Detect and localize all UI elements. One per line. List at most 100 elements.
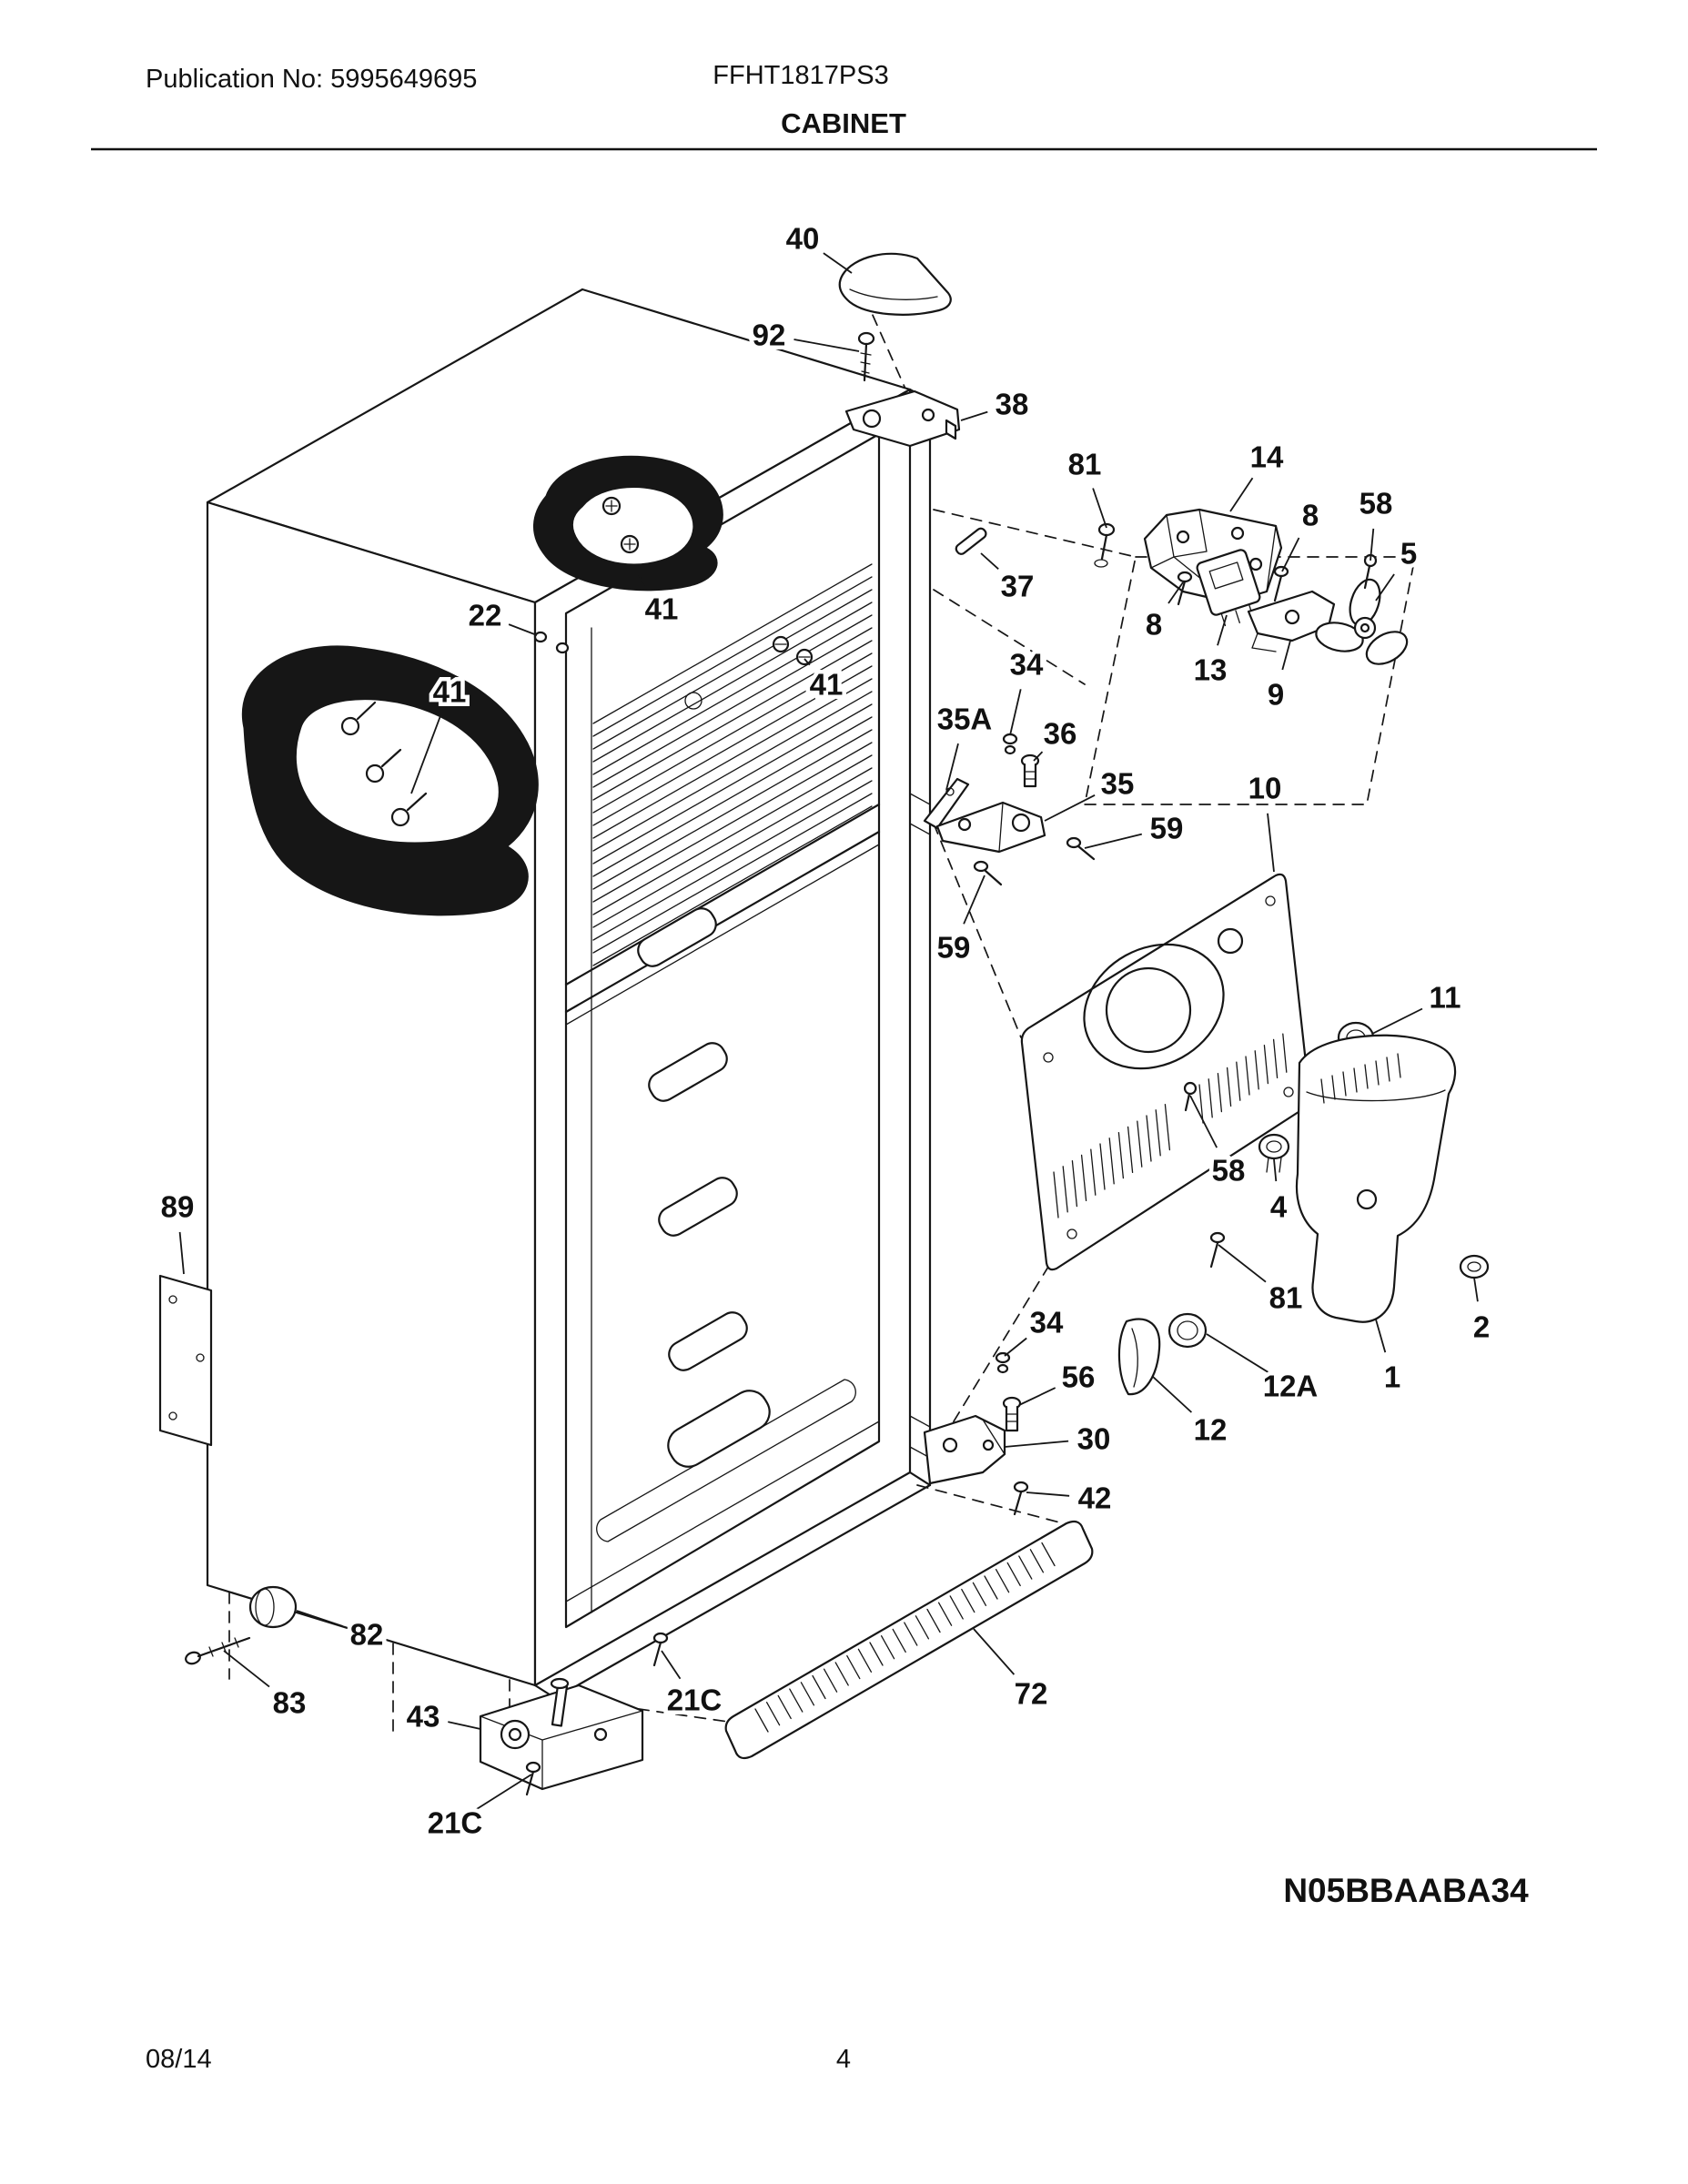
diagram-code: N05BBAABA34 xyxy=(1283,1872,1529,1909)
callout-leader-89 xyxy=(178,1231,185,1275)
callout-leader-43 xyxy=(448,1721,481,1730)
model-number: FFHT1817PS3 xyxy=(713,61,888,90)
callout-leader-41 xyxy=(638,574,649,589)
part-89-panel xyxy=(158,1274,213,1447)
footer-page-number: 4 xyxy=(836,2045,851,2074)
part-81-screw-lower xyxy=(1209,1231,1226,1269)
callout-label-43: 43 xyxy=(407,1700,440,1734)
callout-label-82: 82 xyxy=(350,1618,384,1652)
callout-leader-72 xyxy=(973,1628,1016,1675)
callout-leader-11 xyxy=(1371,1007,1423,1035)
callout-label-72: 72 xyxy=(1015,1677,1048,1711)
callout-label-21C: 21C xyxy=(667,1684,723,1717)
callout-leader-92 xyxy=(793,339,860,352)
callout-label-58: 58 xyxy=(1212,1154,1246,1188)
part-43-leg-bracket xyxy=(479,1677,644,1791)
part-56-stud xyxy=(1002,1396,1022,1432)
callout-leader-21C xyxy=(476,1774,532,1810)
kick-plate-slots xyxy=(754,1542,1056,1733)
part-37-spacer xyxy=(955,527,987,555)
part-72-kick-plate xyxy=(724,1520,1094,1760)
panel-vent-slots-right xyxy=(1198,1033,1288,1124)
callout-label-10: 10 xyxy=(1248,772,1282,805)
callout-label-13: 13 xyxy=(1194,653,1228,687)
callout-leader-10 xyxy=(1267,813,1275,873)
cover-vent-slots xyxy=(1320,1053,1401,1104)
callout-label-12: 12 xyxy=(1194,1413,1228,1447)
part-42-screw xyxy=(1013,1481,1029,1516)
part-30-bracket xyxy=(923,1414,1006,1485)
part-2-cap xyxy=(1459,1254,1490,1279)
callout-leader-2 xyxy=(1473,1277,1479,1302)
part-82-roller xyxy=(248,1585,298,1629)
callout-label-4: 4 xyxy=(1270,1190,1288,1224)
callout-leader-22 xyxy=(508,623,538,636)
interior-shelf-brackets xyxy=(637,907,771,1468)
callout-label-42: 42 xyxy=(1078,1481,1112,1515)
part-83-screw xyxy=(185,1636,251,1665)
callout-label-59: 59 xyxy=(937,931,971,965)
callout-label-9: 9 xyxy=(1268,678,1284,712)
publication-number: Publication No: 5995649695 xyxy=(146,65,477,94)
part-12-cover xyxy=(1117,1318,1161,1396)
callout-leader-37 xyxy=(980,552,999,570)
callout-label-1: 1 xyxy=(1384,1360,1400,1394)
callout-label-92: 92 xyxy=(753,318,786,352)
panel-vent-slots-left xyxy=(1053,1103,1171,1218)
callout-leader-35 xyxy=(1044,794,1096,822)
callout-leader-41 xyxy=(804,658,811,666)
callout-label-8: 8 xyxy=(1302,499,1319,532)
callout-label-34: 34 xyxy=(1010,648,1044,682)
callout-leader-59 xyxy=(1084,833,1143,849)
callout-label-58: 58 xyxy=(1359,487,1393,521)
callout-leader-58 xyxy=(1189,1095,1218,1148)
callout-leader-8 xyxy=(1281,537,1300,572)
insulation-patch-top xyxy=(533,455,723,592)
callout-leader-36 xyxy=(1033,751,1044,762)
callout-label-11: 11 xyxy=(1430,981,1461,1015)
callout-label-83: 83 xyxy=(273,1686,307,1720)
callout-label-36: 36 xyxy=(1044,717,1077,751)
exploded-view-drawing xyxy=(158,252,1490,1796)
callout-label-14: 14 xyxy=(1250,440,1284,474)
callout-label-2: 2 xyxy=(1473,1310,1490,1344)
callout-leader-81 xyxy=(1218,1244,1267,1283)
callout-label-59: 59 xyxy=(1150,812,1184,845)
fasteners-top-right xyxy=(1094,522,1378,606)
callout-leader-13 xyxy=(1217,614,1228,646)
freezer-wire-shelf xyxy=(592,563,873,966)
callout-leader-41 xyxy=(410,714,442,794)
callout-leader-42 xyxy=(1026,1491,1070,1497)
part-36-stud xyxy=(1020,753,1040,788)
part-38-top-hinge xyxy=(844,389,961,448)
part-10-rear-panel xyxy=(1020,873,1311,1271)
part-13-relay xyxy=(1196,549,1261,627)
part-92-screw xyxy=(857,331,875,382)
callout-leader-14 xyxy=(1229,477,1254,512)
part-4-knob xyxy=(1258,1133,1290,1173)
section-title: CABINET xyxy=(781,107,906,139)
callout-leader-8 xyxy=(1167,581,1184,604)
callout-leader-35A xyxy=(945,743,959,791)
callout-leader-83 xyxy=(223,1650,270,1688)
insulation-patch-left xyxy=(241,645,539,916)
callout-leader-40 xyxy=(823,252,853,274)
part-5-fan-blade xyxy=(1315,578,1409,665)
part-34-stud-lower xyxy=(995,1351,1011,1374)
callout-label-41: 41 xyxy=(810,668,844,702)
part-40-hinge-cover xyxy=(838,252,952,316)
callout-label-35A: 35A xyxy=(937,703,993,736)
callout-leader-81 xyxy=(1092,488,1107,529)
callout-label-40: 40 xyxy=(786,222,820,256)
callout-leader-56 xyxy=(1018,1387,1056,1406)
callout-label-5: 5 xyxy=(1400,537,1417,571)
callout-label-89: 89 xyxy=(161,1190,195,1224)
part-21c-screws xyxy=(525,1632,669,1796)
callout-label-41: 41 xyxy=(433,675,467,709)
part-1-compressor-cover xyxy=(1295,1034,1457,1323)
callout-label-37: 37 xyxy=(1001,570,1035,603)
callout-label-30: 30 xyxy=(1077,1422,1111,1456)
callout-leader-34 xyxy=(1009,689,1022,736)
